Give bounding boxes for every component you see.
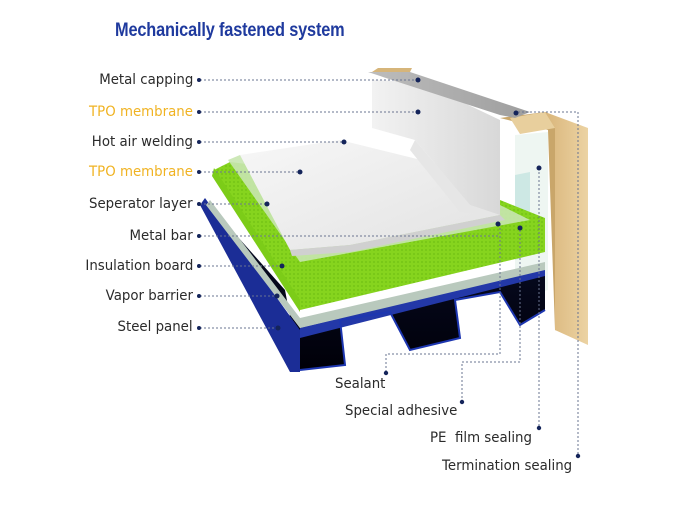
label-metal-capping: Metal capping: [98, 72, 193, 88]
label-sealant: Sealant: [335, 376, 386, 392]
label-insulation-board: Insulation board: [85, 258, 193, 274]
label-hot-air-welding: Hot air welding: [91, 134, 193, 150]
label-metal-bar: Metal bar: [129, 228, 193, 244]
label-seperator-layer: Seperator layer: [89, 196, 193, 212]
label-tpo-membrane-lower: TPO membrane: [89, 164, 193, 180]
label-steel-panel: Steel panel: [117, 319, 193, 335]
label-special-adhesive: Special adhesive: [345, 403, 458, 419]
label-vapor-barrier: Vapor barrier: [105, 288, 193, 304]
tpo-membrane-upstand: [372, 80, 500, 215]
diagram-title: Mechanically fastened system: [115, 20, 345, 41]
parapet-wall: [500, 112, 588, 345]
vapor-barrier: [206, 200, 545, 328]
label-pe-film-sealing: PE film sealing: [430, 430, 532, 446]
label-termination-sealing: Termination sealing: [442, 458, 573, 474]
leader-dots: [197, 77, 581, 459]
label-tpo-membrane-upper: TPO membrane: [89, 104, 193, 120]
metal-capping: [368, 72, 530, 118]
leader-lines: [200, 79, 579, 454]
